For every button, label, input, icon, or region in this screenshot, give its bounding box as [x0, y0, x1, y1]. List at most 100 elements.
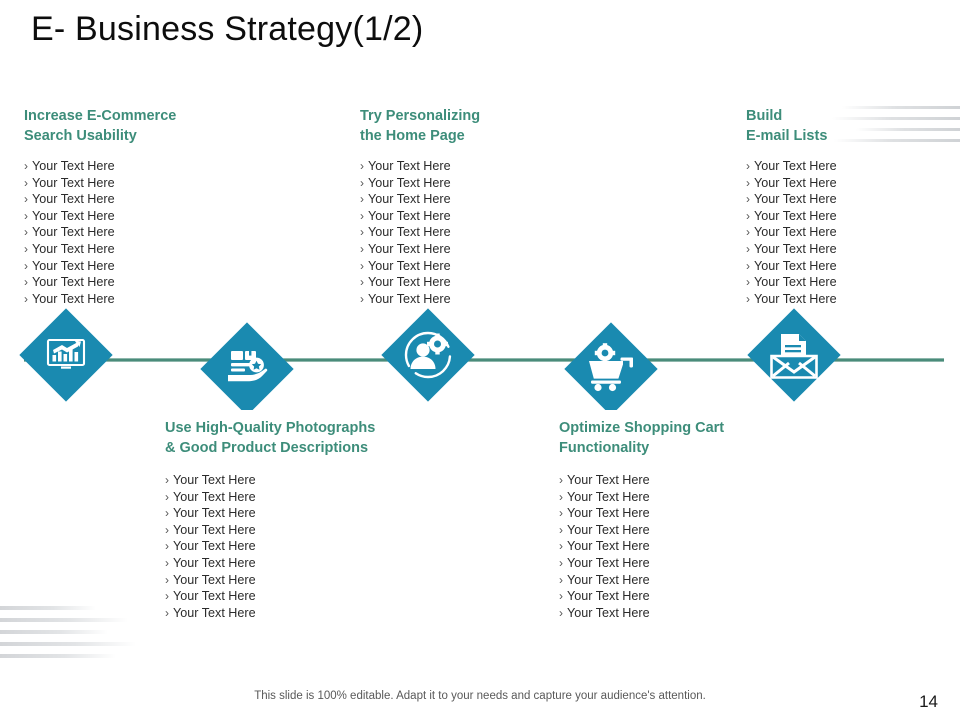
chevron-right-icon: › — [165, 605, 169, 620]
timeline-node-3[interactable] — [381, 308, 475, 402]
step-heading: Try Personalizing the Home Page — [360, 108, 481, 144]
step-block-1: Increase E-Commerce Search Usability › Yo… — [24, 106, 176, 307]
decor-line — [0, 654, 116, 658]
bullet-text: Your Text Here — [173, 589, 256, 604]
bullet-text: Your Text Here — [368, 291, 451, 306]
bullet-item: ›Your Text Here — [165, 555, 375, 572]
bullet-item: ›Your Text Here — [746, 258, 837, 275]
bullet-text: Your Text Here — [567, 589, 650, 604]
chevron-right-icon: › — [24, 208, 28, 223]
bullet-item: ›Your Text Here — [360, 158, 480, 175]
chart-monitor-icon — [46, 338, 86, 367]
step-block-5: Build E-mail Lists › Your Text Here › Your … — [746, 106, 837, 307]
editable-note: This slide is 100% editable. Adapt it to… — [254, 690, 706, 702]
bullet-item: › Your Text Here — [360, 224, 480, 241]
bullet-text: Your Text Here — [754, 159, 837, 173]
bullet-text: Your Text Here — [368, 258, 451, 273]
bullet-text: Your Text Here — [173, 489, 256, 504]
bullet-text: Your Text Here — [173, 572, 256, 587]
bullet-item: ›Your Text Here — [559, 572, 724, 589]
bullet-item: ›Your Text Here — [24, 258, 176, 275]
step-heading: Build E-mail Lists — [746, 108, 828, 144]
timeline-node-1[interactable] — [19, 308, 113, 402]
bullet-item: ›Your Text Here — [165, 572, 375, 589]
bullet-item: ›Your Text Here — [559, 555, 724, 572]
chevron-right-icon: › — [24, 291, 28, 306]
bullet-text: Your Text Here — [368, 159, 451, 173]
timeline-node-5[interactable] — [747, 308, 841, 402]
bullet-item: › Your Text Here — [559, 489, 724, 506]
step-heading: Increase E-Commerce Search Usability — [24, 108, 177, 144]
chevron-right-icon: › — [559, 489, 563, 504]
chevron-right-icon: › — [559, 555, 563, 570]
timeline-node-2[interactable] — [200, 322, 294, 410]
step-block-3: Try Personalizing the Home Page › Your Te… — [360, 106, 480, 307]
bullet-text: Your Text Here — [173, 555, 256, 570]
chevron-right-icon: › — [360, 241, 364, 256]
timeline-node-4[interactable] — [564, 322, 658, 410]
hand-package-star-icon — [228, 351, 268, 382]
step-heading: Optimize Shopping Cart Functionality — [559, 420, 725, 456]
chart-monitor-icon-detail — [52, 340, 81, 369]
bullet-item: ›Your Text Here — [746, 224, 837, 241]
bullet-item: › Your Text Here — [165, 489, 375, 506]
user-gear-icon — [404, 331, 452, 379]
decorative-lines-bottom-left — [0, 604, 140, 660]
chevron-right-icon: › — [24, 175, 28, 190]
decor-line — [834, 139, 960, 142]
chevron-right-icon: › — [360, 225, 364, 240]
bullet-text: Your Text Here — [32, 291, 115, 306]
bullet-text: Your Text Here — [567, 522, 650, 537]
chevron-right-icon: › — [746, 175, 750, 190]
bullet-text: Your Text Here — [173, 522, 256, 537]
bullet-text: Your Text Here — [32, 258, 115, 273]
page-title: E- Business Strategy(1/2) — [31, 10, 424, 48]
bullet-item: › Your Text Here — [559, 538, 724, 555]
decor-line — [0, 618, 128, 622]
bullet-text: Your Text Here — [368, 241, 451, 256]
chevron-right-icon: › — [24, 225, 28, 240]
chevron-right-icon: › — [24, 275, 28, 290]
bullet-item: › Your Text Here — [360, 291, 480, 308]
chevron-right-icon: › — [165, 489, 169, 504]
bullet-text: Your Text Here — [32, 275, 115, 290]
bullet-item: ›Your Text Here — [559, 522, 724, 539]
bullet-item: › Your Text Here — [165, 605, 375, 622]
decorative-lines-top-right — [830, 104, 960, 152]
bullet-text: Your Text Here — [567, 605, 650, 620]
bullet-text: Your Text Here — [754, 192, 837, 207]
bullet-item: ›Your Text Here — [559, 472, 724, 489]
bullet-item: ›Your Text Here — [746, 208, 837, 225]
bullet-text: Your Text Here — [754, 241, 837, 256]
bullet-item: ›Your Text Here — [746, 158, 837, 175]
step-bullet-list: ›Your Text Here›Your Text Here›Your Text… — [746, 158, 837, 307]
chevron-right-icon: › — [360, 291, 364, 306]
bullet-text: Your Text Here — [368, 275, 451, 290]
bullet-item: ›Your Text Here — [165, 538, 375, 555]
bullet-item: ›Your Text Here — [559, 588, 724, 605]
bullet-item: › Your Text Here — [24, 274, 176, 291]
bullet-item: ›Your Text Here — [24, 241, 176, 258]
chevron-right-icon: › — [559, 605, 563, 620]
bullet-item: ›Your Text Here — [360, 191, 480, 208]
bullet-text: Your Text Here — [567, 489, 650, 504]
bullet-text: Your Text Here — [173, 605, 256, 620]
bullet-text: Your Text Here — [368, 208, 451, 223]
page-number: 14 — [919, 692, 938, 711]
bullet-text: Your Text Here — [754, 175, 837, 190]
bullet-text: Your Text Here — [368, 225, 451, 240]
chevron-right-icon: › — [746, 258, 750, 273]
bullet-text: Your Text Here — [567, 539, 650, 554]
bullet-item: ›Your Text Here — [746, 274, 837, 291]
decor-line — [0, 606, 96, 610]
bullet-text: Your Text Here — [32, 208, 115, 223]
bullet-item: › Your Text Here — [559, 605, 724, 622]
diamond-shape — [381, 308, 475, 402]
envelope-document-icon — [770, 334, 818, 379]
bullet-item: › Your Text Here — [746, 175, 837, 192]
bullet-item: › Your Text Here — [24, 291, 176, 308]
bullet-text: Your Text Here — [368, 192, 451, 207]
step-bullet-list: › Your Text Here › Your Text Here › Your Text… — [24, 158, 176, 307]
chevron-right-icon: › — [559, 539, 563, 554]
